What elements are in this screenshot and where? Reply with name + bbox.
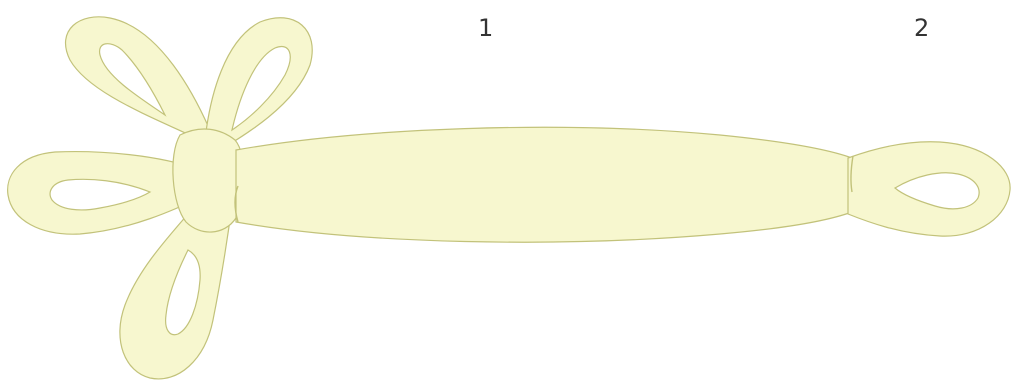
- label-two: 2: [914, 16, 929, 40]
- spindle-body: [236, 127, 852, 242]
- center-hub: [173, 129, 244, 232]
- label-one: 1: [478, 16, 493, 40]
